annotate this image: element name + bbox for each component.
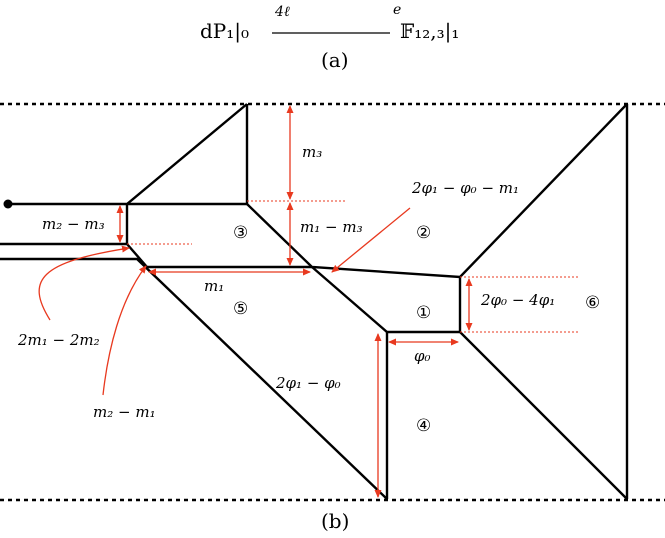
- caption-b: (b): [321, 509, 349, 533]
- dimension-arrows: [38, 105, 473, 498]
- region-3: ③: [233, 223, 248, 243]
- edge-long-diagonal: [0, 257, 388, 500]
- reference-lines: [127, 200, 580, 333]
- label-2phi1-phi0-m1: 2φ₁ − φ₀ − m₁: [411, 179, 519, 197]
- caption-a: (a): [321, 48, 349, 72]
- label-m1-minus-m3: m₁ − m₃: [300, 218, 363, 236]
- region-6: ⑥: [585, 293, 600, 313]
- edge-diagonal-small: [126, 243, 312, 269]
- region-2: ②: [416, 223, 431, 243]
- expr-right: 𝔽₁₂,₃|₁: [400, 19, 459, 44]
- region-1: ①: [416, 303, 431, 323]
- label-m3: m₃: [302, 143, 322, 161]
- arrow-2m1-minus-2m2: [38, 245, 130, 321]
- label-2phi0-minus-4phi1: 2φ₀ − 4φ₁: [480, 291, 555, 309]
- label-m2-minus-m1: m₂ − m₁: [93, 403, 156, 421]
- label-phi0: φ₀: [414, 347, 431, 365]
- region-4: ④: [416, 416, 431, 436]
- label-m2-minus-m3: m₂ − m₃: [42, 215, 105, 233]
- label-2m1-minus-2m2: 2m₁ − 2m₂: [17, 331, 100, 349]
- edge-right-lower: [458, 277, 628, 500]
- arrow-m2-minus-m1: [102, 265, 147, 396]
- label-2phi1-minus-phi0: 2φ₁ − φ₀: [275, 374, 341, 392]
- tropical-curve: [0, 103, 629, 500]
- edge-upper-left: [8, 103, 248, 206]
- expr-arrow-sup: e: [393, 2, 401, 18]
- annotation-labels: m₃ m₁ − m₃ m₂ − m₃ m₁ 2m₁ − 2m₂ m₂ − m₁ …: [17, 143, 555, 421]
- region-labels: ① ② ③ ④ ⑤ ⑥: [233, 223, 600, 436]
- edge-center-path: [246, 103, 628, 279]
- arrow-2phi1-phi0-m1: [331, 207, 411, 273]
- region-5: ⑤: [233, 299, 248, 319]
- expr-left: dP₁|₀: [200, 19, 249, 44]
- expr-arrow-over: 4ℓ: [274, 4, 290, 20]
- label-m1: m₁: [204, 277, 224, 295]
- expression-a: dP₁|₀ 4ℓ e 𝔽₁₂,₃|₁: [200, 2, 459, 44]
- edge-lower-middle: [311, 266, 460, 334]
